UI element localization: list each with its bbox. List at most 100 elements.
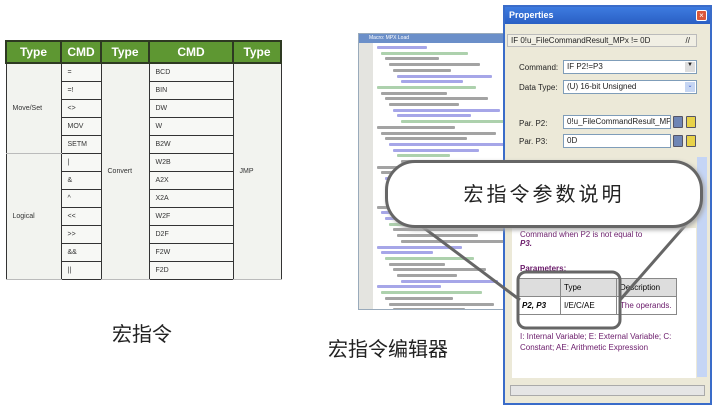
- param-header: Description: [616, 278, 677, 297]
- table-row: ||F2D: [6, 260, 281, 280]
- code-line: [377, 125, 455, 129]
- code-line: [377, 285, 441, 289]
- header-type: Type: [5, 40, 62, 64]
- code-line: [401, 279, 498, 283]
- cmd-cell: W: [148, 116, 234, 136]
- cmd-cell: BIN: [148, 80, 234, 100]
- table-row: =! BIN: [6, 80, 281, 100]
- p2-input[interactable]: 0!u_FileCommandResult_MP: [563, 115, 671, 129]
- variable-icon[interactable]: [686, 135, 696, 147]
- type-cell: Move/Set: [5, 62, 62, 154]
- chevron-down-icon[interactable]: ⌄: [685, 82, 695, 92]
- code-line: [393, 68, 451, 72]
- datatype-select[interactable]: (U) 16-bit Unsigned ⌄: [563, 80, 697, 94]
- close-icon[interactable]: ×: [696, 10, 707, 21]
- calculator-icon[interactable]: [673, 116, 683, 128]
- code-line: [389, 63, 480, 67]
- code-line: [397, 154, 450, 158]
- code-line: [393, 108, 500, 112]
- code-line: [385, 137, 467, 141]
- code-line: [385, 256, 474, 260]
- code-line: [385, 57, 439, 61]
- datatype-value: (U) 16-bit Unsigned: [567, 82, 637, 91]
- header-cmd: CMD: [148, 40, 234, 64]
- cmd-cell: D2F: [148, 224, 234, 244]
- p2-label: Par. P2:: [519, 119, 548, 128]
- code-line: [381, 51, 468, 55]
- code-line: [397, 274, 457, 277]
- macro-caption: 宏指令: [112, 322, 172, 346]
- code-line: [393, 308, 465, 309]
- code-line: [397, 234, 478, 238]
- table-row: <<W2F: [6, 206, 281, 226]
- properties-title: Properties: [505, 7, 710, 24]
- cmd-cell: ||: [60, 260, 102, 280]
- code-line: [381, 251, 433, 255]
- chevron-down-icon[interactable]: ▼: [685, 62, 695, 72]
- code-line: [397, 114, 471, 118]
- help-text: Command when P2 is not equal to: [520, 230, 643, 239]
- cmd-cell: =!: [60, 80, 102, 100]
- header-type: Type: [100, 40, 150, 64]
- variable-icon[interactable]: [686, 116, 696, 128]
- code-line: [377, 85, 476, 89]
- datatype-label: Data Type:: [519, 83, 558, 92]
- code-line: [385, 296, 453, 300]
- horizontal-scrollbar[interactable]: [510, 385, 705, 396]
- code-line: [377, 245, 462, 249]
- parameters-heading: Parameters:: [520, 264, 567, 273]
- code-line: [389, 142, 505, 146]
- code-line: [397, 74, 492, 78]
- parameter-footnote: I: Internal Variable; E: External Variab…: [520, 332, 672, 352]
- param-description: The operands.: [616, 296, 677, 315]
- help-text: P3.: [520, 239, 533, 248]
- cmd-cell: =: [60, 62, 102, 82]
- code-line: [401, 120, 505, 124]
- type-cell: Convert: [100, 62, 150, 280]
- code-line: [381, 91, 447, 95]
- header-type: Type: [232, 40, 282, 64]
- vertical-scrollbar[interactable]: [697, 157, 707, 377]
- param-header: Type: [560, 278, 617, 297]
- p3-input[interactable]: 0D: [563, 134, 671, 148]
- command-label: Command:: [519, 63, 559, 72]
- editor-caption: 宏指令编辑器: [328, 337, 448, 361]
- code-line: [401, 239, 505, 243]
- code-line: [377, 46, 427, 49]
- type-cell: Logical: [5, 152, 62, 280]
- code-line: [381, 291, 482, 295]
- command-value: IF P2!=P3: [567, 62, 603, 71]
- cmd-cell: X2A: [148, 188, 234, 208]
- code-line: [389, 103, 459, 106]
- formula-comment: //: [685, 36, 690, 45]
- table-row: &&F2W: [6, 242, 281, 262]
- code-line: [393, 148, 479, 152]
- code-line: [393, 268, 486, 272]
- code-line: [385, 97, 488, 101]
- cmd-cell: ^: [60, 188, 102, 208]
- table-row: Logical|W2B: [5, 152, 281, 280]
- cmd-cell: MOV: [60, 116, 102, 136]
- type-cell: JMP: [232, 62, 282, 280]
- param-type: I/E/C/AE: [560, 296, 617, 315]
- cmd-cell: |: [60, 152, 102, 172]
- cmd-cell: A2X: [148, 170, 234, 190]
- code-line: [381, 131, 496, 135]
- line-number-gutter: [359, 43, 373, 309]
- callout-bubble: 宏指令参数说明: [385, 160, 703, 228]
- cmd-cell: SETM: [60, 134, 102, 154]
- formula-display: IF 0!u_FileCommandResult_MPx != 0D //: [507, 34, 697, 47]
- cmd-cell: &&: [60, 242, 102, 262]
- table-row: MOV W: [6, 116, 281, 136]
- command-select[interactable]: IF P2!=P3 ▼: [563, 60, 697, 74]
- formula-text: IF 0!u_FileCommandResult_MPx != 0D: [511, 36, 651, 45]
- calculator-icon[interactable]: [673, 135, 683, 147]
- p3-label: Par. P3:: [519, 137, 548, 146]
- code-line: [401, 80, 463, 84]
- code-line: [389, 302, 494, 306]
